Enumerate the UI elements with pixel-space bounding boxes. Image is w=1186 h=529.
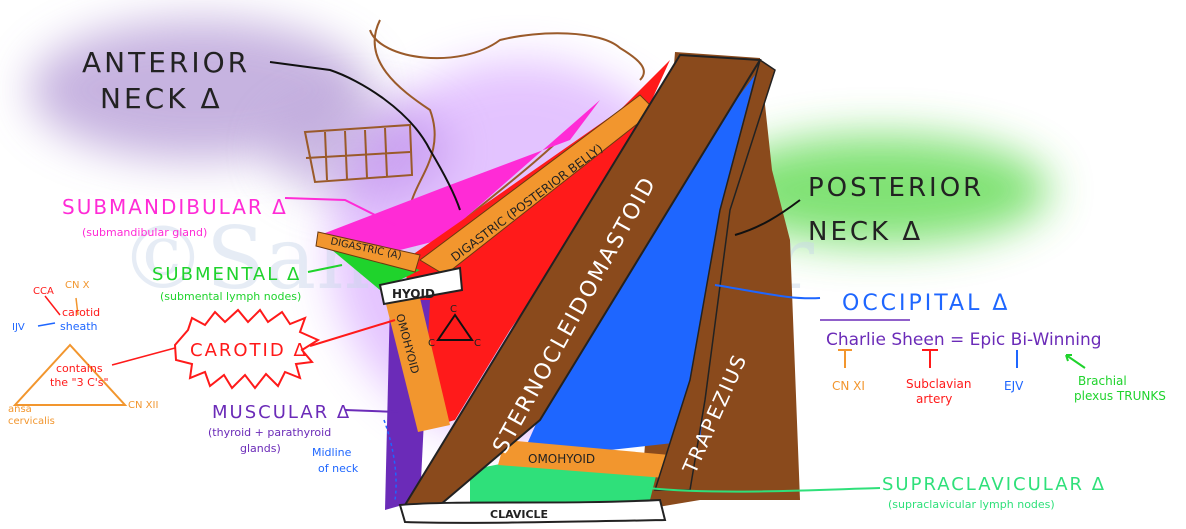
occipital-label: OCCIPITAL Δ — [842, 291, 1010, 316]
brachial-arrow — [1066, 355, 1085, 368]
muscular-note2: glands) — [240, 442, 281, 455]
carotid-c-right: C — [474, 338, 481, 349]
sheath-line1: carotid — [62, 306, 100, 319]
ansa-line2: cervicalis — [8, 416, 55, 427]
mnemonic-subclavian2: artery — [916, 392, 952, 406]
midline-line2: of neck — [318, 462, 359, 475]
carotid-label: CAROTID Δ — [190, 340, 308, 361]
clavicle-label: CLAVICLE — [490, 508, 548, 521]
mnemonic-ejv: EJV — [1004, 379, 1024, 393]
hyoid-label: HYOID — [392, 287, 435, 301]
mnemonic-subclavian1: Subclavian — [906, 377, 972, 391]
mnemonic-brachial2: plexus TRUNKS — [1074, 389, 1166, 403]
cn10-text: CN X — [65, 280, 90, 291]
ijv-text: IJV — [12, 322, 25, 333]
posterior-label-line1: POSTERIOR — [808, 173, 984, 203]
carotid-sheath-triangle — [15, 345, 125, 405]
omohyoid-lower-label: OMOHYOID — [528, 452, 595, 466]
carotid-c-top: C — [450, 304, 457, 315]
subclavian-tick — [922, 350, 938, 368]
submental-label: SUBMENTAL Δ — [152, 264, 301, 285]
contains-line2: the "3 C's" — [50, 376, 109, 389]
cn12-text: CN XII — [128, 400, 158, 411]
submandibular-label: SUBMANDIBULAR Δ — [62, 195, 288, 219]
mnemonic-cn11: CN XI — [832, 379, 865, 393]
contains-line1: contains — [56, 362, 103, 375]
contains-arrow — [112, 348, 175, 365]
submandibular-note: (submandibular gland) — [82, 226, 207, 239]
cca-arrow — [45, 296, 60, 315]
anterior-label-line2: NECK Δ — [100, 82, 223, 115]
supraclavicular-note: (supraclavicular lymph nodes) — [888, 498, 1055, 511]
cn11-tick — [838, 350, 852, 368]
midline-line1: Midline — [312, 446, 352, 459]
muscular-label: MUSCULAR Δ — [212, 402, 351, 423]
anterior-label-line1: ANTERIOR — [82, 46, 250, 79]
mnemonic-sentence: Charlie Sheen = Epic Bi-Winning — [826, 330, 1102, 350]
muscular-note1: (thyroid + parathyroid — [208, 426, 331, 439]
sheath-line2: sheath — [60, 320, 98, 333]
cca-text: CCA — [33, 286, 54, 297]
carotid-c-left: C — [428, 338, 435, 349]
submental-note: (submental lymph nodes) — [160, 290, 301, 303]
supraclavicular-label: SUPRACLAVICULAR Δ — [882, 474, 1106, 495]
posterior-label-line2: NECK Δ — [808, 217, 923, 247]
mnemonic-brachial1: Brachial — [1078, 374, 1127, 388]
ansa-line1: ansa — [8, 404, 32, 415]
ijv-arrow — [38, 323, 55, 326]
